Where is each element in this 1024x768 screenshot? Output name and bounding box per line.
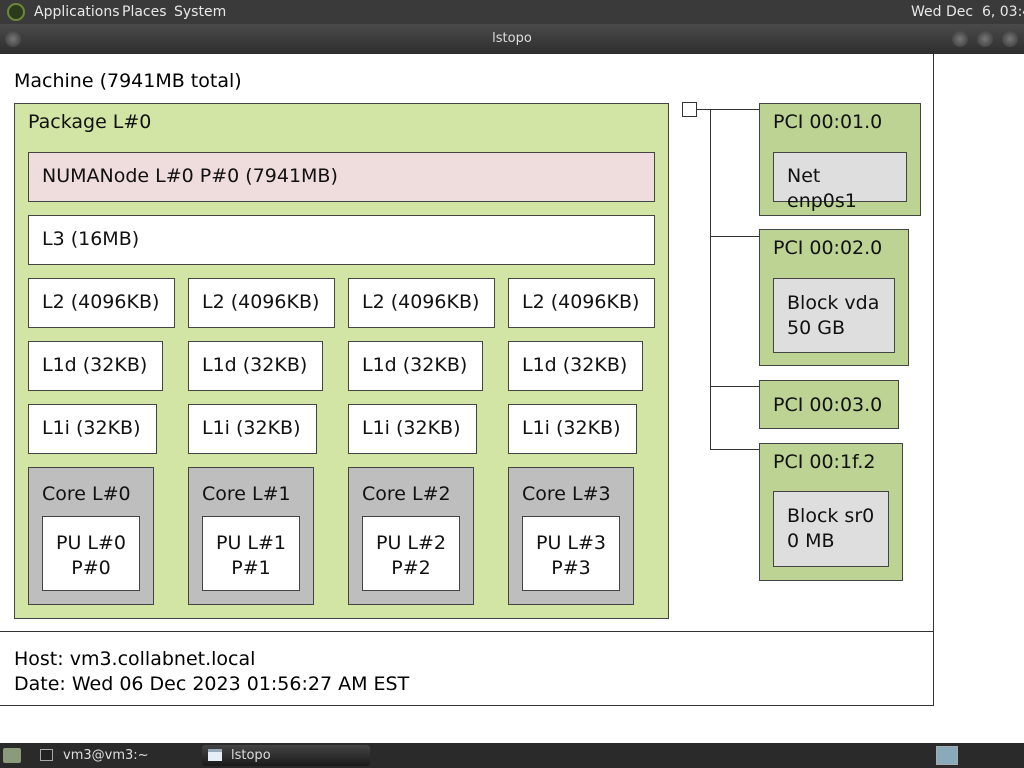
device-size: 50 GB xyxy=(787,317,845,339)
workspace-switcher[interactable] xyxy=(936,746,958,765)
core-label: Core L#2 xyxy=(362,483,451,505)
os-device-box: Block sr0 0 MB xyxy=(773,491,889,567)
window-icon xyxy=(208,749,222,761)
taskbar-label: vm3@vm3:~ xyxy=(63,748,149,763)
pci-device-box: PCI 00:03.0 xyxy=(759,380,899,429)
l1d-label: L1d (32KB) xyxy=(202,354,308,376)
l2-label: L2 (4096KB) xyxy=(42,291,160,313)
l1i-label: L1i (32KB) xyxy=(202,417,301,439)
numa-label: NUMANode L#0 P#0 (7941MB) xyxy=(42,165,338,187)
device-name: Net enp0s1 xyxy=(787,165,857,212)
pci-label: PCI 00:1f.2 xyxy=(773,451,876,473)
l2-cache-box: L2 (4096KB) xyxy=(348,278,495,328)
core-label: Core L#0 xyxy=(42,483,131,505)
device-name: Block sr0 xyxy=(787,505,875,527)
os-device-box: Block vda 50 GB xyxy=(773,278,895,353)
l1d-cache-box: L1d (32KB) xyxy=(188,341,323,391)
taskbar-label: lstopo xyxy=(231,748,271,763)
host-bridge-icon xyxy=(682,102,697,117)
l1d-cache-box: L1d (32KB) xyxy=(348,341,483,391)
l1i-cache-box: L1i (32KB) xyxy=(348,404,477,454)
pu-physical-index: P#3 xyxy=(551,557,591,579)
window-menu-button[interactable] xyxy=(5,31,21,47)
l1i-cache-box: L1i (32KB) xyxy=(188,404,317,454)
l3-label: L3 (16MB) xyxy=(42,228,140,250)
host-label: Host: vm3.collabnet.local xyxy=(14,648,256,670)
menu-places[interactable]: Places xyxy=(122,4,167,20)
pu-label: PU L#3 xyxy=(536,532,606,554)
l1i-label: L1i (32KB) xyxy=(362,417,461,439)
window-titlebar[interactable]: lstopo xyxy=(0,24,1024,54)
menu-system[interactable]: System xyxy=(174,4,227,20)
pu-label: PU L#1 xyxy=(216,532,286,554)
pci-label: PCI 00:03.0 xyxy=(773,394,883,416)
top-panel: Applications Places System Wed Dec 6, 03… xyxy=(0,0,1024,24)
pu-physical-index: P#2 xyxy=(391,557,431,579)
l1i-label: L1i (32KB) xyxy=(42,417,141,439)
minimize-button[interactable] xyxy=(952,31,968,47)
close-button[interactable] xyxy=(1002,31,1018,47)
maximize-button[interactable] xyxy=(977,31,993,47)
show-desktop-icon[interactable] xyxy=(3,748,21,763)
l1d-cache-box: L1d (32KB) xyxy=(28,341,163,391)
os-device-box: Net enp0s1 xyxy=(773,152,907,212)
l2-cache-box: L2 (4096KB) xyxy=(188,278,335,328)
core-label: Core L#1 xyxy=(202,483,291,505)
l1d-cache-box: L1d (32KB) xyxy=(508,341,643,391)
numa-node-box: NUMANode L#0 P#0 (7941MB) xyxy=(28,152,655,202)
l1i-cache-box: L1i (32KB) xyxy=(508,404,637,454)
machine-label: Machine (7941MB total) xyxy=(14,70,242,92)
distro-logo-icon[interactable] xyxy=(7,3,25,21)
pci-label: PCI 00:01.0 xyxy=(773,111,883,133)
l2-cache-box: L2 (4096KB) xyxy=(28,278,175,328)
date-label: Date: Wed 06 Dec 2023 01:56:27 AM EST xyxy=(14,673,410,695)
pu-label: PU L#2 xyxy=(376,532,446,554)
terminal-icon xyxy=(40,749,53,761)
l1d-label: L1d (32KB) xyxy=(42,354,148,376)
bridge-link xyxy=(710,449,759,450)
pu-physical-index: P#1 xyxy=(231,557,271,579)
clock[interactable]: Wed Dec 6, 03:40 xyxy=(911,4,1024,20)
l1i-cache-box: L1i (32KB) xyxy=(28,404,157,454)
taskbar-item-terminal[interactable]: vm3@vm3:~ xyxy=(36,745,196,766)
pu-label: PU L#0 xyxy=(56,532,126,554)
device-name: Block vda xyxy=(787,292,880,314)
l3-cache-box: L3 (16MB) xyxy=(28,215,655,265)
l2-label: L2 (4096KB) xyxy=(522,291,640,313)
window-title: lstopo xyxy=(492,31,532,46)
pu-physical-index: P#0 xyxy=(71,557,111,579)
l1i-label: L1i (32KB) xyxy=(522,417,621,439)
footer-divider xyxy=(0,631,934,632)
l2-cache-box: L2 (4096KB) xyxy=(508,278,655,328)
pci-label: PCI 00:02.0 xyxy=(773,237,883,259)
l2-label: L2 (4096KB) xyxy=(202,291,320,313)
l2-label: L2 (4096KB) xyxy=(362,291,480,313)
package-label: Package L#0 xyxy=(28,111,152,133)
bridge-link xyxy=(710,236,759,237)
bridge-bus-line xyxy=(710,109,711,450)
bridge-link xyxy=(710,386,759,387)
core-label: Core L#3 xyxy=(522,483,611,505)
taskbar-item-lstopo[interactable]: lstopo xyxy=(202,745,370,766)
device-size: 0 MB xyxy=(787,530,835,552)
bridge-link xyxy=(697,109,759,110)
l1d-label: L1d (32KB) xyxy=(362,354,468,376)
taskbar: vm3@vm3:~ lstopo xyxy=(0,743,1024,768)
l1d-label: L1d (32KB) xyxy=(522,354,628,376)
menu-applications[interactable]: Applications xyxy=(34,4,120,20)
